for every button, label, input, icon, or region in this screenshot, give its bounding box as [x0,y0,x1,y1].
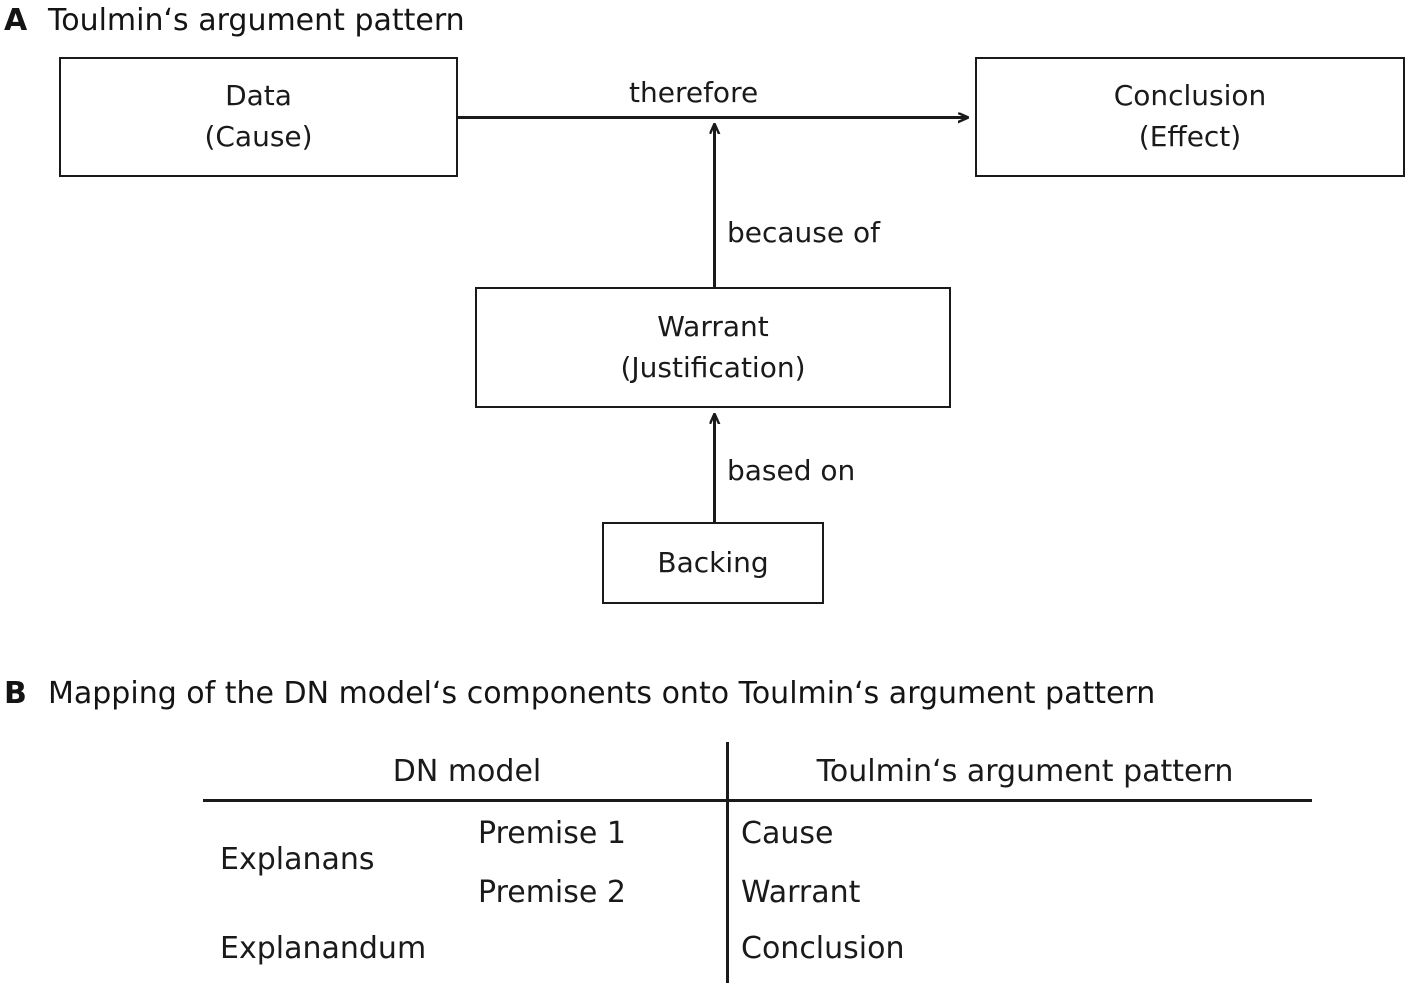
node-data-line1: Data [225,79,292,113]
table-group-explanans: Explanans [220,842,375,877]
table-mapping-warrant: Warrant [741,875,861,910]
table-item-premise-1: Premise 1 [478,816,626,851]
table-mapping-cause: Cause [741,816,834,851]
table-item-premise-2: Premise 2 [478,875,626,910]
table-mapping-conclusion: Conclusion [741,931,905,966]
node-conclusion-line1: Conclusion [1113,79,1267,113]
panel-a-title: Toulmin‘s argument pattern [48,3,465,38]
node-warrant-line2: (Justification) [620,350,806,384]
node-conclusion[interactable]: Conclusion (Effect) [975,57,1405,177]
table-header-rule [203,799,1312,802]
panel-b-title: Mapping of the DN model‘s components ont… [48,676,1156,711]
node-warrant[interactable]: Warrant (Justification) [475,287,951,408]
node-warrant-line1: Warrant [657,309,769,343]
edge-label-because-of: because of [727,216,881,249]
node-backing[interactable]: Backing [602,522,824,604]
edge-label-therefore: therefore [629,76,759,109]
node-data-line2: (Cause) [204,120,313,153]
node-backing-line1: Backing [657,545,769,579]
panel-b-letter: B [4,676,27,711]
node-data[interactable]: Data (Cause) [59,57,458,177]
table-group-explanandum: Explanandum [220,931,427,966]
edge-label-based-on: based on [727,454,856,487]
table-column-divider [726,742,729,983]
table-header-dn-model: DN model [392,754,542,789]
node-conclusion-line2: (Effect) [1138,120,1242,153]
table-header-toulmin: Toulmin‘s argument pattern [816,754,1234,789]
panel-a-letter: A [4,3,28,38]
